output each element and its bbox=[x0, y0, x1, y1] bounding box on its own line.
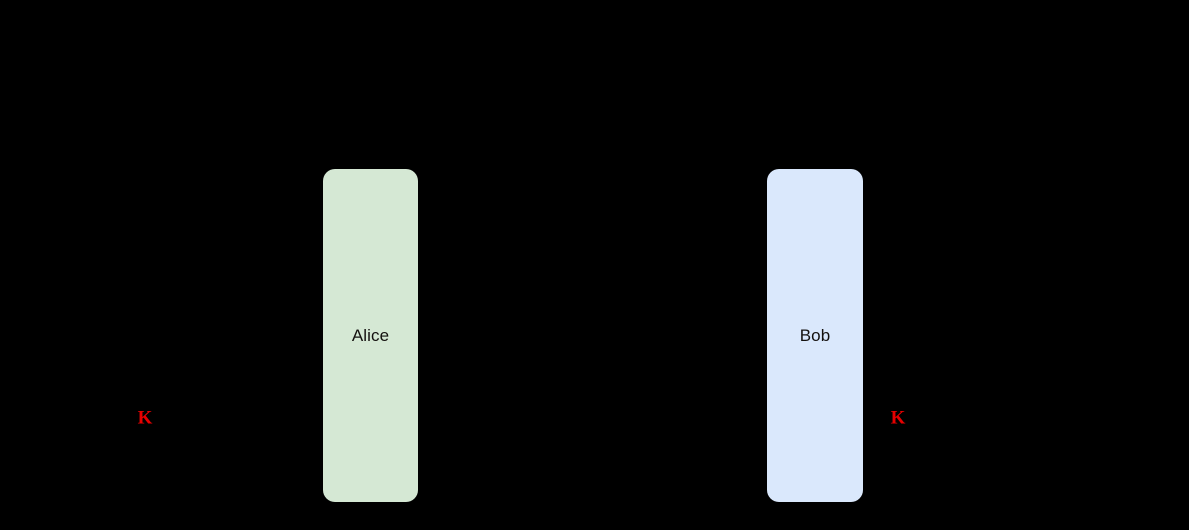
participant-box-bob[interactable]: Bob bbox=[767, 169, 863, 502]
participant-box-alice[interactable]: Alice bbox=[323, 169, 418, 502]
participant-label-alice: Alice bbox=[351, 326, 390, 345]
key-label-alice: K bbox=[137, 407, 153, 429]
key-label-bob: K bbox=[890, 407, 906, 429]
participant-label-bob: Bob bbox=[799, 326, 831, 345]
